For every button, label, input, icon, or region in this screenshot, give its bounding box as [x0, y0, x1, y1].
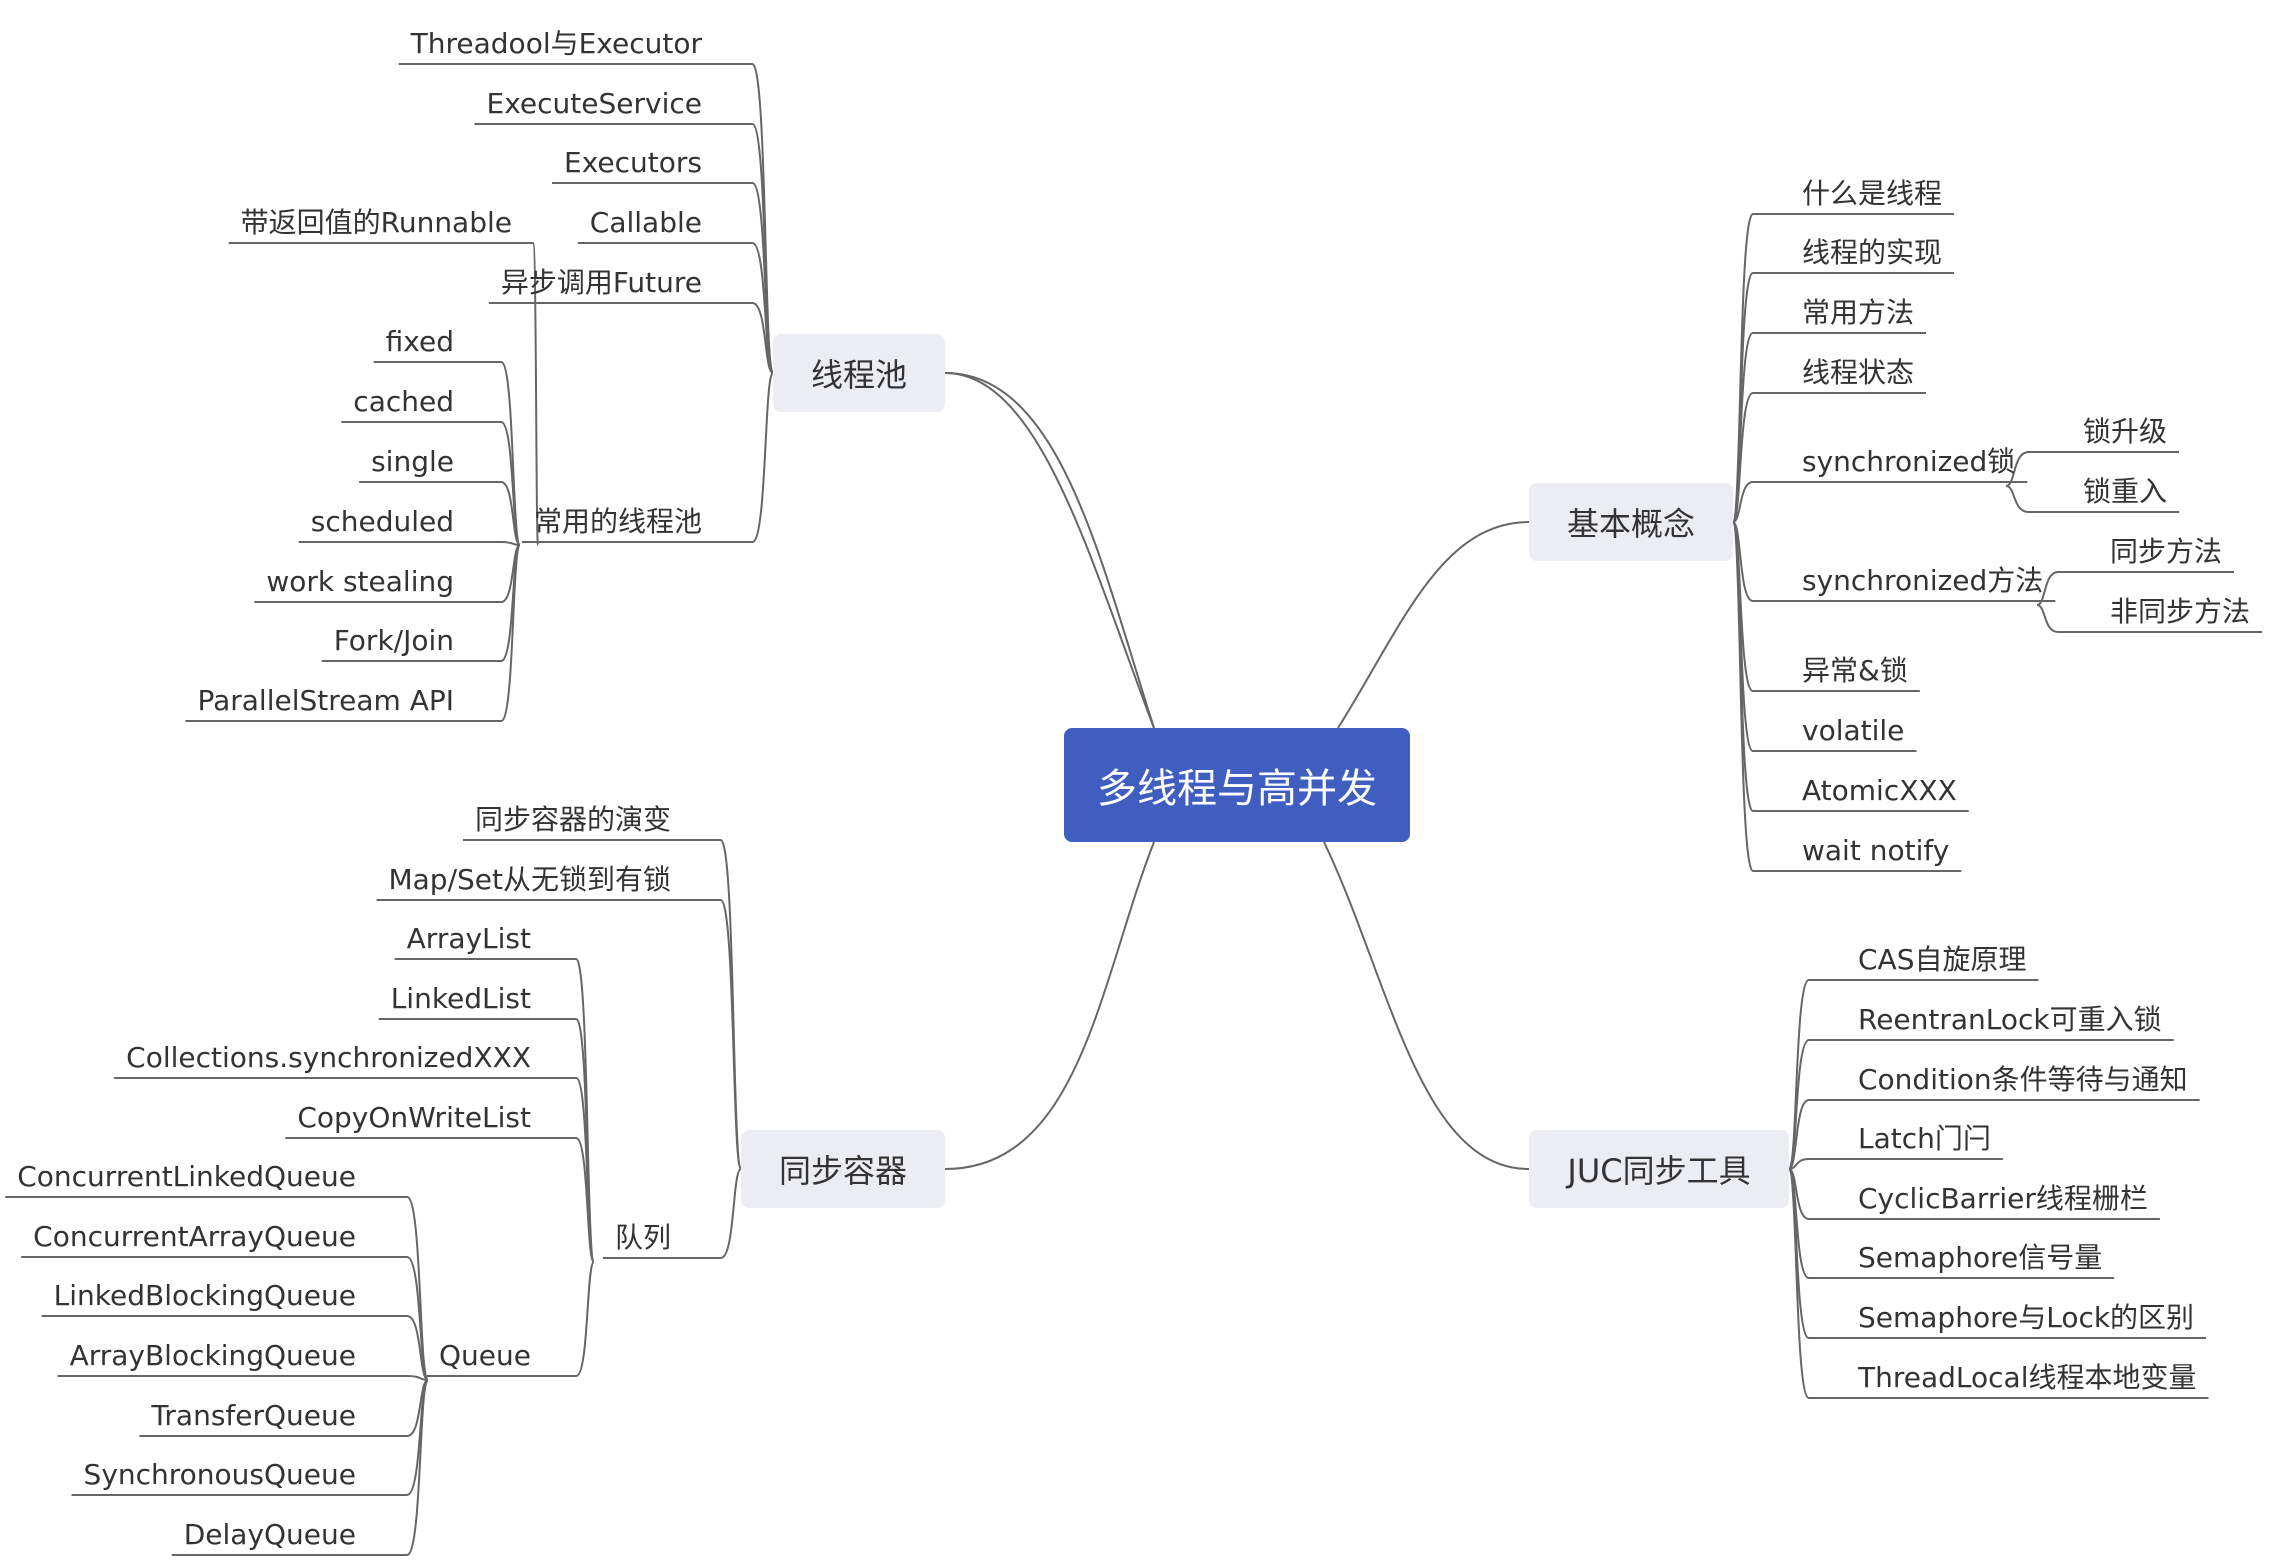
- leaf-linkedlist[interactable]: LinkedList: [390, 982, 531, 1015]
- link-leaf-sync-method: [2036, 571, 2235, 606]
- leaf-what-is-thread[interactable]: 什么是线程: [1802, 177, 1943, 210]
- leaf-collections-sync[interactable]: Collections.synchronizedXXX: [126, 1041, 531, 1074]
- link-leaf-future: [488, 302, 774, 374]
- branch-juc-tools[interactable]: JUC同步工具: [1529, 1130, 1789, 1208]
- leaf-copy-on-write[interactable]: CopyOnWriteList: [297, 1101, 531, 1134]
- leaf-reentrant-lock[interactable]: ReentranLock可重入锁: [1858, 1003, 2162, 1036]
- leaf-synchronized-lock[interactable]: synchronized锁: [1802, 445, 2016, 478]
- link-leaf-pool-single: [359, 481, 521, 546]
- leaf-synchronized-method[interactable]: synchronized方法: [1802, 564, 2044, 597]
- link-leaf-delay-queue: [171, 1379, 429, 1556]
- link-leaf-latch: [1788, 1158, 2003, 1170]
- leaf-linked-blocking-queue[interactable]: LinkedBlockingQueue: [53, 1279, 356, 1312]
- link-leaf-linked-blocking-queue: [41, 1315, 429, 1381]
- leaf-pool-scheduled[interactable]: scheduled: [310, 505, 454, 538]
- leaf-semaphore-vs-lock[interactable]: Semaphore与Lock的区别: [1858, 1301, 2195, 1334]
- link-leaf-lock-reentry: [2005, 485, 2180, 513]
- leaf-semaphore[interactable]: Semaphore信号量: [1858, 1241, 2103, 1274]
- root-node[interactable]: 多线程与高并发: [1064, 728, 1410, 842]
- root-to-pool: [944, 372, 1155, 729]
- leaf-common-pools[interactable]: 常用的线程池: [533, 505, 702, 538]
- leaf-exception-lock[interactable]: 异常&锁: [1802, 654, 1908, 687]
- leaf-transfer-queue[interactable]: TransferQueue: [151, 1399, 356, 1432]
- leaf-wait-notify[interactable]: wait notify: [1802, 834, 1950, 867]
- leaf-concurrent-linked-queue[interactable]: ConcurrentLinkedQueue: [17, 1160, 356, 1193]
- leaf-queue[interactable]: Queue: [439, 1339, 531, 1372]
- leaf-threadpool-executor[interactable]: Threadool与Executor: [410, 27, 702, 60]
- leaf-non-sync-method[interactable]: 非同步方法: [2110, 595, 2251, 628]
- leaf-pool-single[interactable]: single: [371, 445, 454, 478]
- link-leaf-queue: [427, 1261, 595, 1377]
- leaf-synchronous-queue[interactable]: SynchronousQueue: [83, 1458, 356, 1491]
- link-leaf-callable-note: [228, 242, 539, 546]
- leaf-future[interactable]: 异步调用Future: [500, 266, 702, 299]
- link-leaf-wait-notify: [1732, 521, 1962, 872]
- leaf-arraylist[interactable]: ArrayList: [406, 922, 531, 955]
- leaf-thread-state[interactable]: 线程状态: [1802, 356, 1915, 389]
- branch-thread-pool[interactable]: 线程池: [773, 334, 945, 412]
- branch-sync-containers[interactable]: 同步容器: [741, 1130, 945, 1208]
- link-leaf-pool-parallel-stream: [185, 544, 521, 722]
- link-leaf-map-set: [376, 899, 742, 1170]
- leaf-thread-local[interactable]: ThreadLocal线程本地变量: [1858, 1361, 2197, 1394]
- leaf-delay-queue[interactable]: DelayQueue: [183, 1518, 356, 1551]
- leaf-lock-reentry[interactable]: 锁重入: [2083, 475, 2168, 508]
- link-leaf-thread-local: [1788, 1168, 2209, 1399]
- leaf-pool-fork-join[interactable]: Fork/Join: [333, 624, 454, 657]
- root-to-juc: [1323, 841, 1530, 1170]
- link-leaf-queue-group: [602, 1168, 742, 1259]
- leaf-pool-cached[interactable]: cached: [353, 385, 454, 418]
- leaf-queue-group[interactable]: 队列: [614, 1221, 671, 1254]
- leaf-common-methods[interactable]: 常用方法: [1802, 296, 1915, 329]
- link-leaf-pool-scheduled: [298, 541, 521, 546]
- leaf-execute-service[interactable]: ExecuteService: [486, 87, 702, 120]
- link-leaf-copy-on-write: [285, 1137, 595, 1263]
- root-to-basics: [1337, 521, 1530, 729]
- link-leaf-thread-state: [1732, 392, 1927, 523]
- branch-basic-concepts[interactable]: 基本概念: [1529, 483, 1733, 561]
- leaf-executors[interactable]: Executors: [564, 146, 702, 179]
- leaf-latch[interactable]: Latch门闩: [1858, 1122, 1991, 1155]
- link-leaf-synchronized-lock: [1732, 481, 2028, 523]
- leaf-atomic[interactable]: AtomicXXX: [1802, 774, 1957, 807]
- root-to-containers: [944, 841, 1155, 1170]
- leaf-concurrent-array-queue[interactable]: ConcurrentArrayQueue: [33, 1220, 356, 1253]
- leaf-volatile[interactable]: volatile: [1802, 714, 1905, 747]
- leaf-sync-method[interactable]: 同步方法: [2110, 535, 2223, 568]
- root-to-pool-curve: [944, 372, 1155, 729]
- leaf-cyclic-barrier[interactable]: CyclicBarrier线程栅栏: [1858, 1182, 2148, 1215]
- leaf-container-evolution[interactable]: 同步容器的演变: [474, 803, 671, 836]
- leaf-callable[interactable]: Callable: [589, 206, 702, 239]
- link-leaf-condition: [1788, 1099, 2200, 1170]
- leaf-pool-work-stealing[interactable]: work stealing: [266, 565, 454, 598]
- leaf-pool-parallel-stream[interactable]: ParallelStream API: [197, 684, 454, 717]
- link-leaf-common-pools: [521, 372, 774, 543]
- leaf-map-set[interactable]: Map/Set从无锁到有锁: [388, 863, 671, 896]
- link-leaf-callable: [577, 242, 774, 374]
- leaf-condition[interactable]: Condition条件等待与通知: [1858, 1063, 2188, 1096]
- link-leaf-non-sync-method: [2036, 604, 2263, 633]
- leaf-cas[interactable]: CAS自旋原理: [1858, 943, 2027, 976]
- leaf-callable-note[interactable]: 带返回值的Runnable: [240, 206, 512, 239]
- leaf-lock-upgrade[interactable]: 锁升级: [2083, 415, 2168, 448]
- leaf-pool-fixed[interactable]: fixed: [385, 325, 454, 358]
- link-leaf-lock-upgrade: [2005, 451, 2180, 487]
- link-leaf-array-blocking-queue: [57, 1375, 429, 1381]
- leaf-array-blocking-queue[interactable]: ArrayBlockingQueue: [69, 1339, 356, 1372]
- leaf-thread-impl[interactable]: 线程的实现: [1802, 236, 1943, 269]
